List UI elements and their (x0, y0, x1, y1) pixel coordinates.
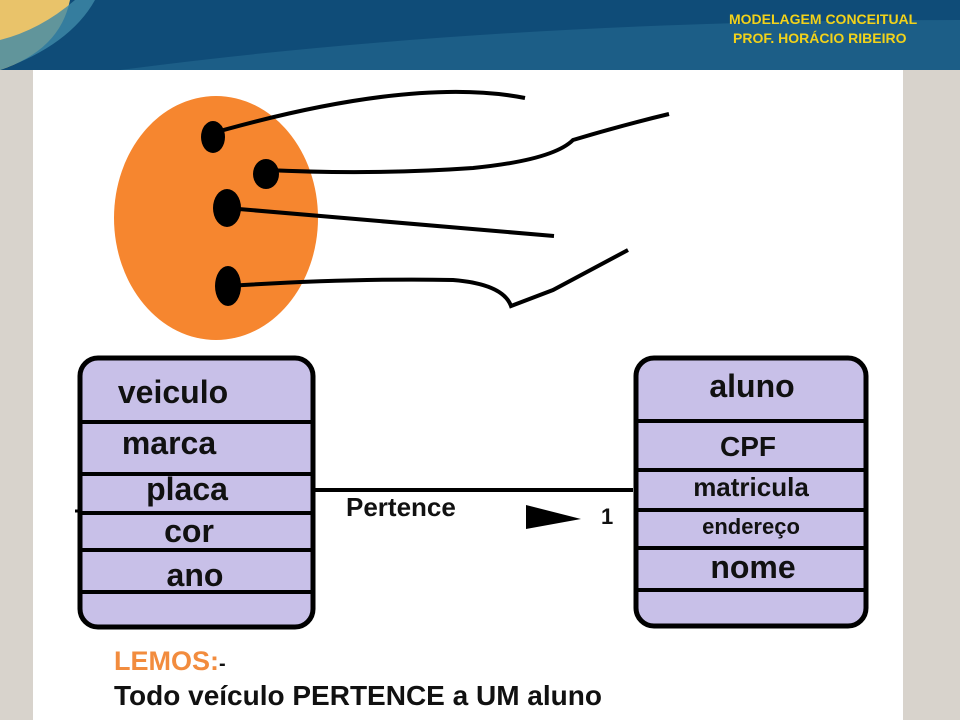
attribute-marca: marca (122, 425, 217, 461)
attribute-dot-2 (253, 159, 279, 189)
entity-name: aluno (709, 368, 794, 404)
attribute-cor: cor (164, 513, 214, 549)
er-diagram: Pertence 1 veiculo marca placa cor ano a… (75, 89, 869, 630)
caption-text: Todo veículo PERTENCE a UM aluno (114, 680, 602, 711)
header-subtitle: PROF. HORÁCIO RIBEIRO (733, 30, 907, 46)
cardinality-label: 1 (601, 504, 613, 529)
attribute-line-3 (226, 206, 555, 238)
relationship-label: Pertence (346, 492, 456, 522)
entity-aluno: aluno CPF matricula endereço nome (633, 355, 869, 629)
caption-heading-text: LEMOS: (114, 646, 219, 676)
direction-arrow-icon (526, 505, 581, 529)
slide-header: MODELAGEM CONCEITUAL PROF. HORÁCIO RIBEI… (0, 0, 960, 70)
attribute-cpf: CPF (720, 431, 776, 462)
entity-box (633, 355, 869, 629)
attribute-line-1 (212, 89, 526, 135)
attribute-endereco: endereço (702, 514, 800, 539)
slide-content: Pertence 1 veiculo marca placa cor ano a… (33, 70, 903, 720)
entity-box (77, 355, 316, 630)
entity-veiculo: veiculo marca placa cor ano (77, 355, 316, 630)
attribute-ano: ano (167, 557, 224, 593)
attribute-line-4 (227, 248, 629, 309)
caption-heading: LEMOS:- (114, 646, 226, 677)
attribute-line-2 (265, 112, 670, 175)
header-title: MODELAGEM CONCEITUAL (729, 11, 918, 27)
attribute-dot-1 (201, 121, 225, 153)
attribute-nome: nome (710, 549, 795, 585)
header-decoration (0, 0, 960, 70)
attribute-placa: placa (146, 471, 228, 507)
entity-attribute-illustration (114, 89, 670, 340)
attribute-matricula: matricula (693, 472, 809, 502)
caption-heading-dash: - (219, 653, 226, 675)
entity-name: veiculo (118, 374, 228, 410)
